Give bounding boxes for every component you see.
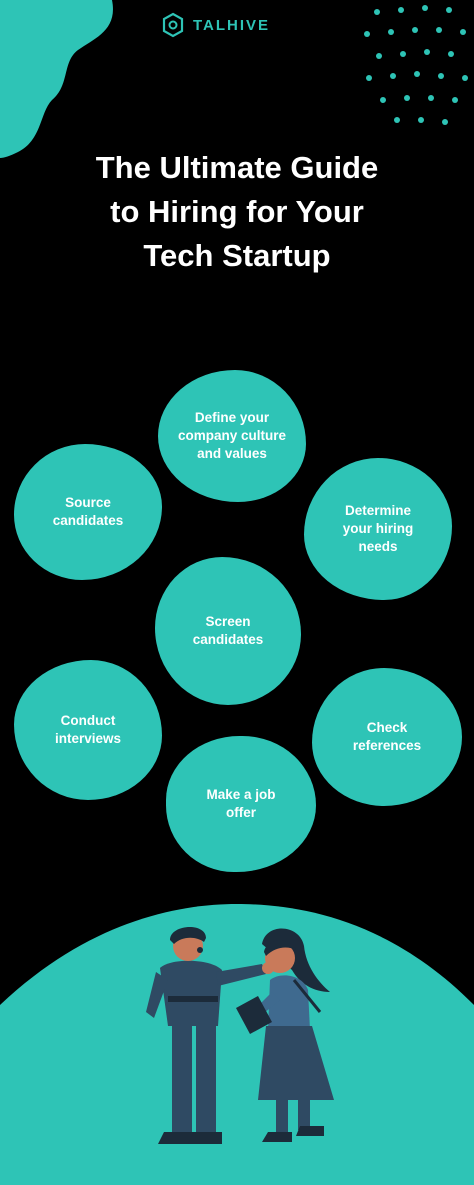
step-determine-needs: Determine your hiring needs xyxy=(304,458,452,600)
step-label-line: your hiring xyxy=(342,521,414,536)
step-define-culture: Define your company culture and values xyxy=(158,370,306,502)
step-label-line: candidates xyxy=(52,513,124,528)
page-title: The Ultimate Guide to Hiring for Your Te… xyxy=(0,146,474,278)
step-label-line: Check xyxy=(366,720,408,735)
hexagon-logo-icon xyxy=(162,12,184,38)
step-label-line: interviews xyxy=(54,731,122,746)
step-label-line: Screen xyxy=(205,614,251,629)
dot-pattern-decoration xyxy=(364,5,468,125)
step-label-line: offer xyxy=(226,805,256,820)
title-line-2: to Hiring for Your xyxy=(110,194,364,229)
step-label-line: Determine xyxy=(344,503,412,518)
title-line-3: Tech Startup xyxy=(143,238,331,273)
step-label-line: needs xyxy=(358,539,398,554)
step-label-line: Make a job xyxy=(206,787,276,802)
step-label-line: candidates xyxy=(192,632,264,647)
step-label-line: references xyxy=(352,738,422,753)
step-label-line: Source xyxy=(65,495,111,510)
step-label-line: Conduct xyxy=(60,713,116,728)
brand-name: TALHIVE xyxy=(193,16,271,34)
man-figure xyxy=(146,926,274,1144)
step-source-candidates: Source candidates xyxy=(14,444,162,580)
title-line-1: The Ultimate Guide xyxy=(95,150,379,185)
step-conduct-interviews: Conduct interviews xyxy=(14,660,162,800)
step-screen-candidates: Screen candidates xyxy=(155,557,301,705)
corner-splash-shape xyxy=(0,0,113,158)
step-label-line: and values xyxy=(197,446,267,461)
step-check-references: Check references xyxy=(312,668,462,806)
hiring-illustration xyxy=(0,904,474,1185)
woman-figure xyxy=(236,928,334,1142)
step-label-line: Define your xyxy=(194,410,270,425)
step-label-line: company culture xyxy=(177,428,287,443)
brand-logo: TALHIVE xyxy=(161,12,270,38)
step-make-offer: Make a job offer xyxy=(166,736,316,872)
